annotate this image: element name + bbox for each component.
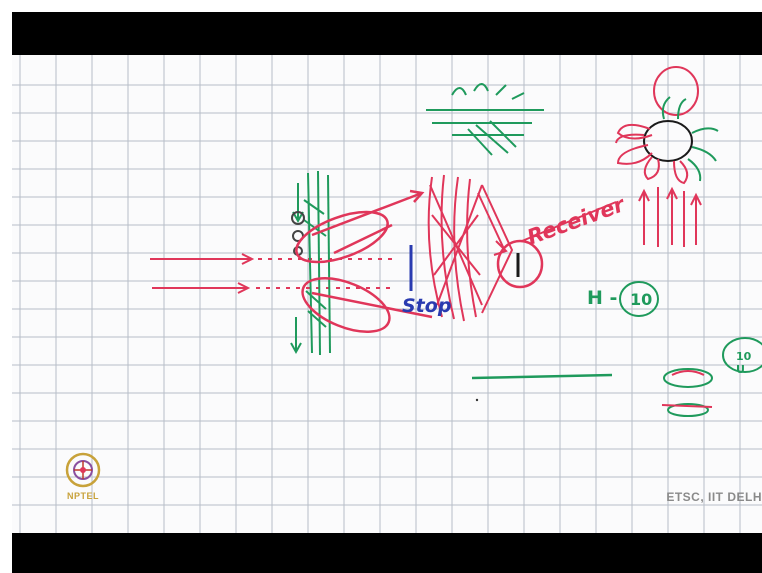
h-label: H -	[587, 287, 618, 309]
right-sketches	[661, 337, 762, 417]
receiver-eye	[496, 201, 617, 289]
nptel-logo: NPTEL	[60, 448, 106, 512]
institute-watermark: ETSC, IIT DELH	[666, 490, 762, 504]
dot	[475, 398, 479, 402]
flower-sketch	[615, 66, 719, 247]
scatter-lobes	[295, 189, 433, 333]
green-baseline	[471, 373, 613, 380]
stop-label: Stop	[402, 295, 452, 317]
nptel-logo-text: NPTEL	[66, 491, 99, 501]
letterbox-top	[12, 12, 762, 55]
grid-drawing	[12, 55, 762, 533]
h-number: 10	[630, 290, 653, 309]
incoming-rays	[150, 253, 392, 294]
h-circle	[619, 281, 659, 317]
small-circle-label: 10 U	[736, 350, 752, 376]
whiteboard: Receiver Stop H - 10 10 U NPTEL ETSC, II…	[12, 55, 762, 533]
lens-hatching	[427, 174, 514, 322]
nptel-emblem-icon	[65, 452, 101, 488]
top-sketch	[426, 83, 544, 156]
letterbox-bottom	[12, 533, 762, 573]
